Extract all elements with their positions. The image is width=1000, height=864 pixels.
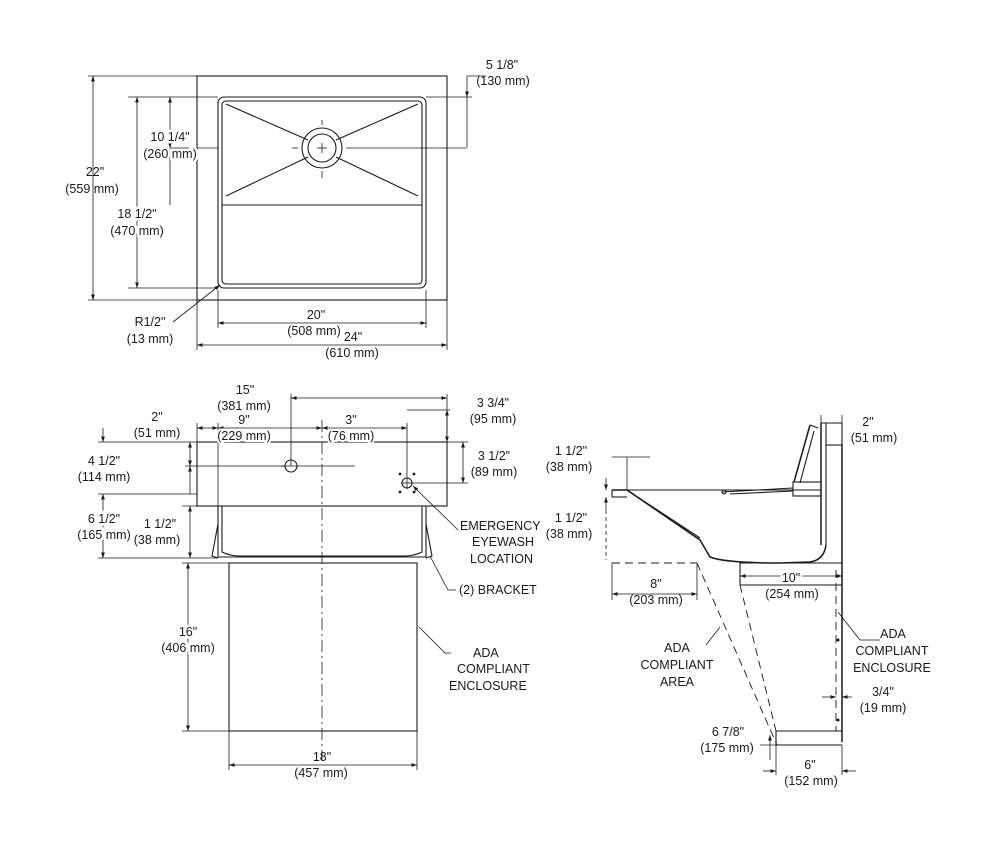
callout-eyewash-2: EYEWASH	[472, 535, 534, 549]
side-dim-6-in: 6"	[804, 758, 815, 772]
callout-eyewash-3: LOCATION	[470, 552, 533, 566]
side-dim-10-in: 10"	[782, 571, 800, 585]
side-sink-profile	[611, 422, 843, 742]
side-dim-1-1-2-top-in: 1 1/2"	[555, 444, 587, 458]
side-view: 2" (51 mm) 1 1/2" (38 mm) 1 1/2" (38 mm)…	[546, 415, 931, 788]
dim-24-mm: (610 mm)	[325, 346, 378, 360]
callout-bracket: (2) BRACKET	[459, 583, 537, 597]
dim-18-in: 18"	[313, 750, 331, 764]
side-dim-1-1-2-bottom-in: 1 1/2"	[555, 511, 587, 525]
eyewash-valve-icon	[721, 424, 822, 497]
dim-3-in: 3"	[345, 413, 356, 427]
side-dim-2-in: 2"	[862, 415, 873, 429]
dim-3-1-2-mm: (89 mm)	[471, 465, 518, 479]
front-view: 15" (381 mm) 2" (51 mm) 9" (229 mm) 3" (…	[75, 383, 541, 780]
dim-20-in: 20"	[307, 308, 325, 322]
dim-9-in: 9"	[238, 413, 249, 427]
side-callout-area-3: AREA	[660, 675, 695, 689]
side-dim-6-mm: (152 mm)	[784, 774, 837, 788]
top-view: 22" (559 mm) 18 1/2" (470 mm) 10 1/4" (2…	[65, 58, 529, 360]
callout-enclosure-front-3: ENCLOSURE	[449, 679, 527, 693]
dim-24-in: 24"	[344, 330, 362, 344]
dim-2-in: 2"	[151, 410, 162, 424]
side-dim-10-mm: (254 mm)	[765, 587, 818, 601]
dim-1-1-2-in: 1 1/2"	[144, 517, 176, 531]
side-callout-enclosure-1: ADA	[880, 627, 906, 641]
sink-outer-outline	[196, 75, 448, 301]
callout-enclosure-front-2: COMPLIANT	[457, 662, 530, 676]
dim-3-3-4-mm: (95 mm)	[470, 412, 517, 426]
dim-22-in: 22"	[86, 165, 104, 179]
dim-10-1-4-in: 10 1/4"	[150, 130, 189, 144]
dim-2-mm: (51 mm)	[134, 426, 181, 440]
dim-20-mm: (508 mm)	[287, 324, 340, 338]
dim-16-in: 16"	[179, 625, 197, 639]
side-callout-enclosure-3: ENCLOSURE	[853, 661, 931, 675]
dim-6-1-2-in: 6 1/2"	[88, 512, 120, 526]
dim-1-1-2-mm: (38 mm)	[134, 533, 181, 547]
dim-5-1-8-in: 5 1/8"	[486, 58, 518, 72]
dim-18-1-2-mm: (470 mm)	[110, 224, 163, 238]
dim-18-1-2-in: 18 1/2"	[117, 207, 156, 221]
dim-16-mm: (406 mm)	[161, 641, 214, 655]
side-dim-3-4-mm: (19 mm)	[860, 701, 907, 715]
side-dim-1-1-2-bottom-mm: (38 mm)	[546, 527, 593, 541]
side-dim-3-4-in: 3/4"	[872, 685, 894, 699]
dim-3-mm: (76 mm)	[328, 429, 375, 443]
callout-eyewash-1: EMERGENCY	[460, 519, 541, 533]
dim-15-in: 15"	[236, 383, 254, 397]
callout-enclosure-front-1: ADA	[473, 646, 499, 660]
bracket-right	[425, 523, 433, 559]
side-callout-area-1: ADA	[664, 641, 690, 655]
side-dim-2-mm: (51 mm)	[851, 431, 898, 445]
side-callout-area-2: COMPLIANT	[641, 658, 714, 672]
dim-3-1-2-in: 3 1/2"	[478, 449, 510, 463]
dim-22-mm: (559 mm)	[65, 182, 118, 196]
ada-enclosure-front	[228, 562, 418, 732]
dim-3-3-4-in: 3 3/4"	[477, 396, 509, 410]
dim-r1-2-in: R1/2"	[135, 315, 166, 329]
dim-15-mm: (381 mm)	[217, 399, 270, 413]
drain-icon	[292, 120, 466, 178]
side-dim-6-7-8-mm: (175 mm)	[700, 741, 753, 755]
bracket-left	[211, 523, 219, 559]
faucet-hole-icon	[281, 459, 355, 473]
ada-area-outline	[612, 562, 778, 746]
side-dim-6-7-8-in: 6 7/8"	[712, 725, 744, 739]
dim-r1-2-mm: (13 mm)	[127, 332, 174, 346]
side-dim-8-in: 8"	[650, 577, 661, 591]
dim-6-1-2-mm: (165 mm)	[77, 528, 130, 542]
dim-10-1-4-mm: (260 mm)	[143, 147, 196, 161]
side-callout-enclosure-2: COMPLIANT	[856, 644, 929, 658]
dim-5-1-8-mm: (130 mm)	[476, 74, 529, 88]
side-dim-1-1-2-top-mm: (38 mm)	[546, 460, 593, 474]
dim-4-1-2-mm: (114 mm)	[78, 470, 131, 484]
side-dim-8-mm: (203 mm)	[629, 593, 682, 607]
ada-enclosure-side	[739, 562, 842, 746]
drain-slope-lines	[225, 103, 419, 197]
dim-4-1-2-in: 4 1/2"	[88, 454, 120, 468]
dim-18-mm: (457 mm)	[294, 766, 347, 780]
dim-9-mm: (229 mm)	[217, 429, 270, 443]
bowl-outline	[217, 96, 427, 289]
